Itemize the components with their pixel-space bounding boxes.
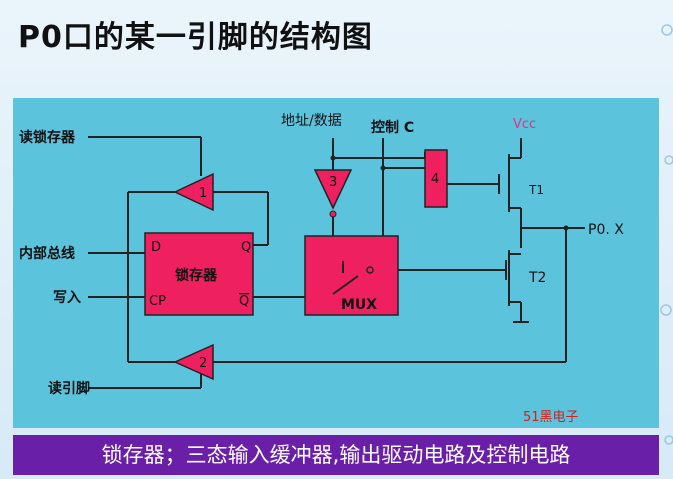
latch-name: 锁存器 <box>175 267 218 284</box>
decorative-circles <box>660 24 673 445</box>
p0-pin-structure-diagram: 读锁存器 内部总线 写入 读引脚 地址/数据 控制 C Vcc P0. X D … <box>19 113 624 425</box>
label-addr-data: 地址/数据 <box>281 113 342 129</box>
t1-label: T1 <box>528 183 544 197</box>
label-read-pin: 读引脚 <box>48 380 90 397</box>
mux-label: MUX <box>341 297 377 313</box>
label-vcc: Vcc <box>513 117 536 132</box>
label-output: P0. X <box>588 222 624 238</box>
gate-4-label: 4 <box>431 172 439 187</box>
buffer-2-triangle <box>173 343 214 381</box>
buffer-1-label: 1 <box>199 186 207 201</box>
gate-4-block <box>424 149 448 208</box>
t2-label: T2 <box>528 270 546 286</box>
slide-caption: 锁存器；三态输入缓冲器,输出驱动电路及控制电路 <box>13 435 659 475</box>
latch-d: D <box>151 240 161 255</box>
buffer-1-triangle <box>173 172 214 212</box>
watermark: 51黑电子 <box>523 410 579 425</box>
label-control: 控制 C <box>371 119 414 136</box>
gate-3-triangle <box>313 169 353 210</box>
diagram-panel: 读锁存器 内部总线 写入 读引脚 地址/数据 控制 C Vcc P0. X D … <box>13 98 659 428</box>
label-read-latch: 读锁存器 <box>19 129 76 146</box>
latch-q: Q <box>241 240 251 255</box>
latch-qbar: Q <box>239 294 249 309</box>
label-write: 写入 <box>53 290 81 306</box>
slide-title: P0口的某一引脚的结构图 <box>18 20 373 55</box>
buffer-2-label: 2 <box>199 356 207 371</box>
label-internal-bus: 内部总线 <box>19 245 75 262</box>
gate-3-label: 3 <box>329 175 337 190</box>
mux-block <box>304 235 399 316</box>
latch-cp: CP <box>149 294 166 309</box>
latch-block <box>144 232 254 316</box>
